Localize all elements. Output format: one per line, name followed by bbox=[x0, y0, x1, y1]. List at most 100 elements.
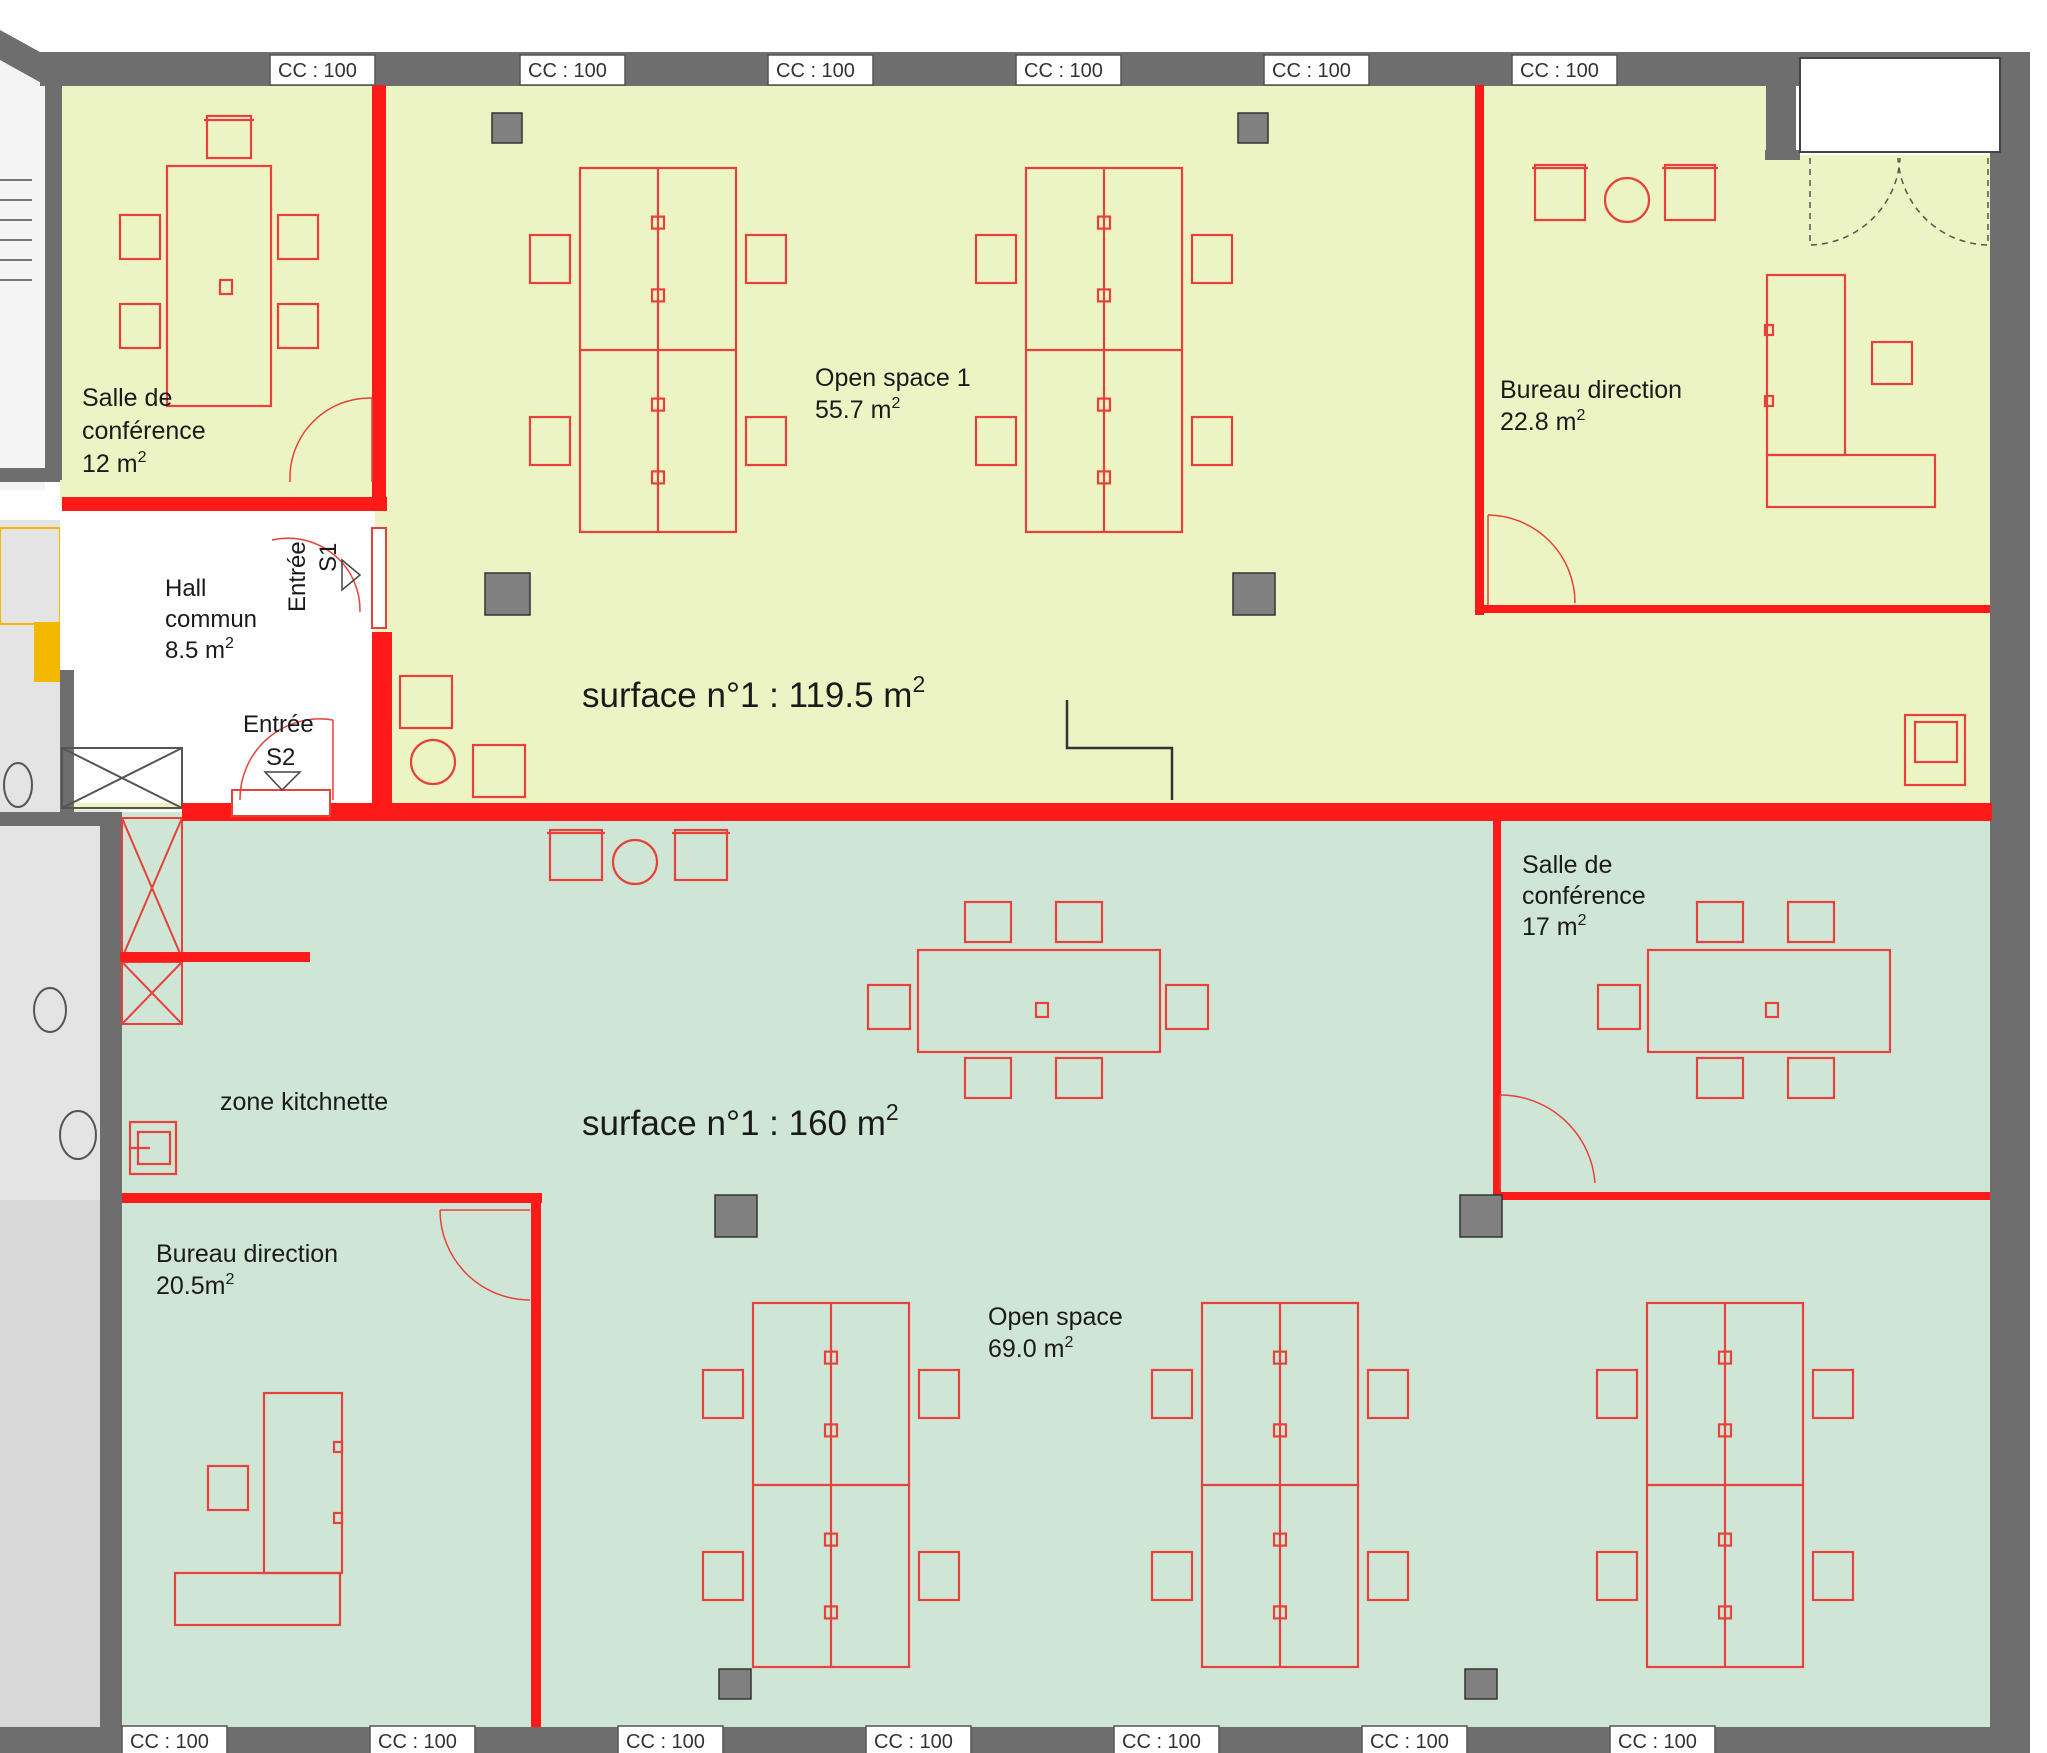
bureau-direction-22-furniture bbox=[1532, 163, 1967, 787]
chair bbox=[528, 233, 572, 285]
desk-outlet-icon bbox=[1717, 1532, 1733, 1547]
lower-meeting-table bbox=[866, 900, 1210, 1100]
chair bbox=[1595, 1368, 1639, 1420]
chair bbox=[1150, 1550, 1194, 1602]
cc-labels-bottom: CC : 100 CC : 100 CC : 100 CC : 100 CC : 100… bbox=[121, 1725, 1716, 1753]
desk-outlet-icon bbox=[823, 1423, 839, 1438]
cc-label-box bbox=[767, 54, 874, 86]
hall-door-frame bbox=[371, 527, 387, 629]
columns bbox=[484, 112, 1503, 1700]
room-label-conference-12: Salle de conférence 12 m2 bbox=[82, 384, 213, 478]
lower-floor-zone bbox=[120, 812, 1990, 1727]
room-labels: Salle de conférence 12 m2 Open space 1 5… bbox=[82, 364, 1689, 1363]
chair bbox=[1811, 1550, 1855, 1602]
room-label-open-space-1: Open space 1 55.7 m2 bbox=[815, 364, 978, 424]
cc-label-text: CC : 100 bbox=[278, 60, 357, 82]
chair bbox=[744, 415, 788, 467]
desk-outlet-icon bbox=[1717, 1423, 1733, 1438]
partitions bbox=[62, 85, 1992, 1727]
chair bbox=[744, 233, 788, 285]
chair bbox=[917, 1550, 961, 1602]
stair-edge bbox=[1065, 700, 1174, 800]
cc-label-box bbox=[1609, 1725, 1716, 1753]
door-swings bbox=[239, 397, 1596, 1301]
chair bbox=[974, 233, 1018, 285]
entrance-s2-arrow bbox=[263, 771, 302, 792]
desk-outlet-icon bbox=[1096, 470, 1112, 485]
cc-label-text: CC : 100 bbox=[1618, 1731, 1697, 1753]
lower-top-chairs bbox=[547, 828, 730, 886]
conference-room-12-furniture bbox=[118, 114, 320, 408]
cc-label-box bbox=[1015, 54, 1122, 86]
surface-label-upper: surface n°1 : 119.5 m2 bbox=[582, 671, 925, 715]
cc-label-box bbox=[269, 54, 376, 86]
chair bbox=[1366, 1368, 1410, 1420]
desk-outlet-icon bbox=[1717, 1350, 1733, 1365]
room-label-bureau-20: Bureau direction 20.5m2 bbox=[156, 1240, 345, 1300]
cc-label-box bbox=[369, 1725, 476, 1753]
desk-outlet-icon bbox=[823, 1605, 839, 1620]
room-label-conference-17: Salle de conférence 17 m2 bbox=[1522, 851, 1653, 941]
chair bbox=[1190, 415, 1234, 467]
chair bbox=[528, 415, 572, 467]
desk-outlet-icon bbox=[1272, 1350, 1288, 1365]
hall-furniture bbox=[398, 674, 527, 799]
cc-label-box bbox=[519, 54, 626, 86]
yellow-marker bbox=[34, 622, 60, 682]
chair bbox=[1366, 1550, 1410, 1602]
cc-label-box bbox=[1511, 54, 1618, 86]
cc-labels-top: CC : 100 CC : 100 CC : 100 CC : 100 CC : 100… bbox=[269, 54, 1618, 86]
entrance-s1-code: S1 bbox=[315, 543, 342, 572]
bureau-direction-20-furniture bbox=[173, 1391, 344, 1627]
entry-s2-threshold bbox=[231, 789, 331, 817]
cc-label-text: CC : 100 bbox=[528, 60, 607, 82]
room-label-kitchnette: zone kitchnette bbox=[220, 1088, 388, 1116]
cc-label-text: CC : 100 bbox=[1272, 60, 1351, 82]
desk-outlet-icon bbox=[650, 470, 666, 485]
open-space-lower-desks bbox=[701, 1301, 1855, 1669]
cc-label-box bbox=[1113, 1725, 1220, 1753]
cc-label-box bbox=[865, 1725, 972, 1753]
chair bbox=[917, 1368, 961, 1420]
desk-outlet-icon bbox=[650, 215, 666, 230]
entrance-s1: Entrée S1 bbox=[284, 541, 342, 612]
cc-label-text: CC : 100 bbox=[776, 60, 855, 82]
chair bbox=[1811, 1368, 1855, 1420]
entrance-s2-word: Entrée bbox=[243, 711, 314, 738]
desk-outlet-icon bbox=[1272, 1532, 1288, 1547]
cc-label-text: CC : 100 bbox=[874, 1731, 953, 1753]
chair bbox=[701, 1368, 745, 1420]
lift-shaft bbox=[61, 747, 183, 809]
surface-label-lower: surface n°1 : 160 m2 bbox=[582, 1099, 899, 1143]
chair bbox=[974, 415, 1018, 467]
chair bbox=[1190, 233, 1234, 285]
cc-label-text: CC : 100 bbox=[130, 1731, 209, 1753]
stair-steps bbox=[0, 179, 32, 281]
cc-label-box bbox=[617, 1725, 724, 1753]
kitchen-sink bbox=[128, 1120, 178, 1176]
window-top-right bbox=[1799, 57, 2001, 153]
open-space-1-desks bbox=[528, 166, 1234, 534]
desk-outlet-icon bbox=[1096, 288, 1112, 303]
desk-outlet-icon bbox=[823, 1532, 839, 1547]
room-label-bureau-22: Bureau direction 22.8 m2 bbox=[1500, 376, 1689, 436]
chair bbox=[1150, 1368, 1194, 1420]
cc-label-text: CC : 100 bbox=[1024, 60, 1103, 82]
room-label-open-space-69: Open space 69.0 m2 bbox=[988, 1303, 1130, 1363]
chair bbox=[1595, 1550, 1639, 1602]
desk-outlet-icon bbox=[1272, 1605, 1288, 1620]
cc-label-box bbox=[121, 1725, 228, 1753]
toilet-fixtures bbox=[3, 762, 97, 1160]
desk-outlet-icon bbox=[650, 288, 666, 303]
entrance-s2-code: S2 bbox=[266, 744, 295, 771]
cc-label-box bbox=[1361, 1725, 1468, 1753]
cc-label-text: CC : 100 bbox=[626, 1731, 705, 1753]
entrance-s1-word: Entrée bbox=[284, 541, 311, 612]
desk-outlet-icon bbox=[1096, 215, 1112, 230]
desk-outlet-icon bbox=[823, 1350, 839, 1365]
cc-label-text: CC : 100 bbox=[1520, 60, 1599, 82]
desk-outlet-icon bbox=[1096, 397, 1112, 412]
conference-room-17-furniture bbox=[1596, 900, 1892, 1100]
cc-label-text: CC : 100 bbox=[1122, 1731, 1201, 1753]
